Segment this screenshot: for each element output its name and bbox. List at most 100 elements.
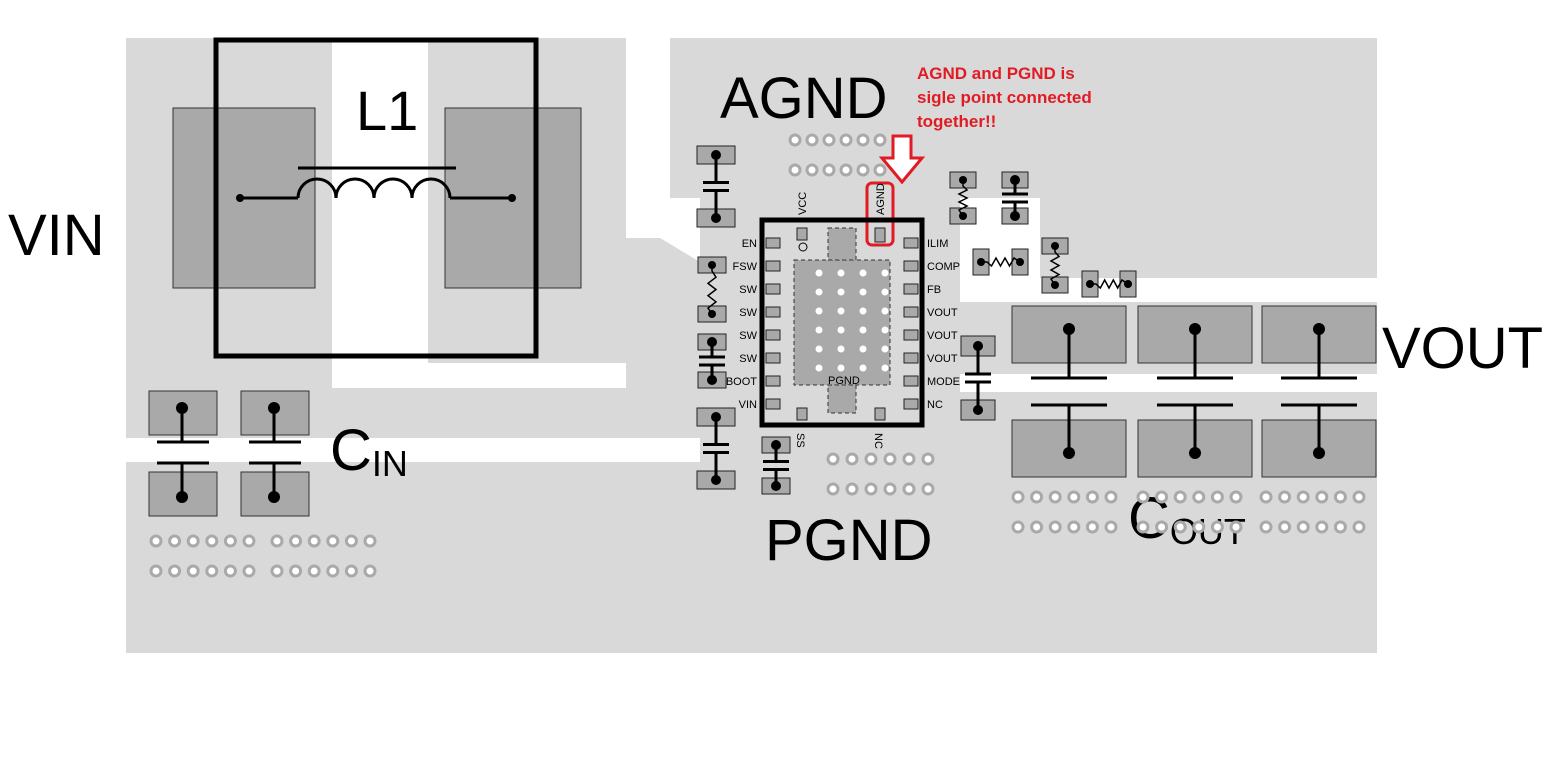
pin-pad-ss [796, 407, 808, 421]
via [845, 482, 859, 496]
ic-outline [759, 217, 925, 428]
via [1067, 520, 1081, 534]
via [1011, 520, 1025, 534]
down-arrow-icon [878, 134, 926, 185]
small-capacitor [696, 145, 736, 228]
small-capacitor [697, 333, 727, 389]
input-capacitors [148, 390, 310, 517]
pin-pad-left [765, 375, 781, 387]
agnd-plane [670, 38, 1377, 198]
via [1067, 490, 1081, 504]
pin-pad-right [903, 306, 919, 318]
pin-label-boot: BOOT [726, 376, 757, 388]
pin-label-nc: NC [927, 399, 943, 411]
agnd-pin-highlight [865, 181, 895, 247]
via [839, 133, 853, 147]
via [826, 482, 840, 496]
svg-text:CIN: CIN [330, 418, 408, 484]
vout-label: VOUT [1382, 316, 1543, 381]
l1-outline [213, 37, 539, 359]
l1-label: L1 [356, 79, 418, 142]
thermal-via [859, 345, 867, 353]
via [344, 534, 358, 548]
via [788, 163, 802, 177]
via [788, 133, 802, 147]
pin-pad-right [903, 237, 919, 249]
thermal-via [881, 307, 889, 315]
via [1229, 520, 1243, 534]
via [883, 452, 897, 466]
note-line-1: AGND and PGND is [917, 64, 1075, 83]
via [839, 163, 853, 177]
via [1155, 520, 1169, 534]
pin-pad-left [765, 352, 781, 364]
cin-1 [148, 390, 218, 517]
via [270, 564, 284, 578]
thermal-via [837, 326, 845, 334]
via [822, 163, 836, 177]
via [205, 564, 219, 578]
via [326, 564, 340, 578]
via [307, 534, 321, 548]
pin-pad-nc-bottom [874, 407, 886, 421]
via [1210, 490, 1224, 504]
thermal-via [837, 307, 845, 315]
via [1315, 490, 1329, 504]
pin-pad-right [903, 398, 919, 410]
cin-label: C [330, 418, 372, 483]
via [1104, 490, 1118, 504]
output-capacitors [1011, 305, 1377, 478]
thermal-via [837, 269, 845, 277]
pgnd-label: PGND [765, 508, 933, 573]
via [168, 534, 182, 548]
agnd-label: AGND [720, 66, 888, 131]
via [1333, 490, 1347, 504]
via [1259, 490, 1273, 504]
pin1-marker [798, 242, 808, 252]
cin-subscript: IN [372, 443, 408, 484]
annotation: AGND and PGND is sigle point connected t… [865, 64, 1092, 247]
via [1085, 520, 1099, 534]
thermal-via [815, 364, 823, 372]
thermal-vias [815, 269, 889, 372]
via [289, 564, 303, 578]
via [223, 564, 237, 578]
pin-label-fb: FB [927, 284, 941, 296]
inductor-l1: L1 [172, 37, 582, 359]
pin-label-nc-bottom: NC [872, 433, 884, 449]
via [883, 482, 897, 496]
via-arrays [149, 133, 1366, 578]
note-line-2: sigle point connected [917, 88, 1092, 107]
via [1259, 520, 1273, 534]
small-capacitor [761, 436, 791, 495]
via [1104, 520, 1118, 534]
pin-label-ss: SS [794, 433, 806, 448]
small-resistor [949, 171, 977, 225]
pin-label-vout: VOUT [927, 330, 958, 342]
small-capacitor [696, 407, 736, 490]
pin-pad-left [765, 260, 781, 272]
via [921, 452, 935, 466]
pin-pad-right [903, 260, 919, 272]
via [1136, 520, 1150, 534]
cout-1 [1011, 305, 1127, 478]
pin-pad-agnd [874, 227, 886, 243]
via [826, 452, 840, 466]
via [186, 564, 200, 578]
via [1173, 520, 1187, 534]
small-resistor [697, 256, 727, 323]
via [1173, 490, 1187, 504]
pin-pad-right [903, 283, 919, 295]
pin-label-sw: SW [739, 284, 757, 296]
thermal-via [881, 364, 889, 372]
clearance-gaps [126, 38, 1377, 462]
pin-label-vin: VIN [739, 399, 757, 411]
thermal-via [859, 269, 867, 277]
thermal-via [881, 326, 889, 334]
via [921, 482, 935, 496]
via [223, 534, 237, 548]
